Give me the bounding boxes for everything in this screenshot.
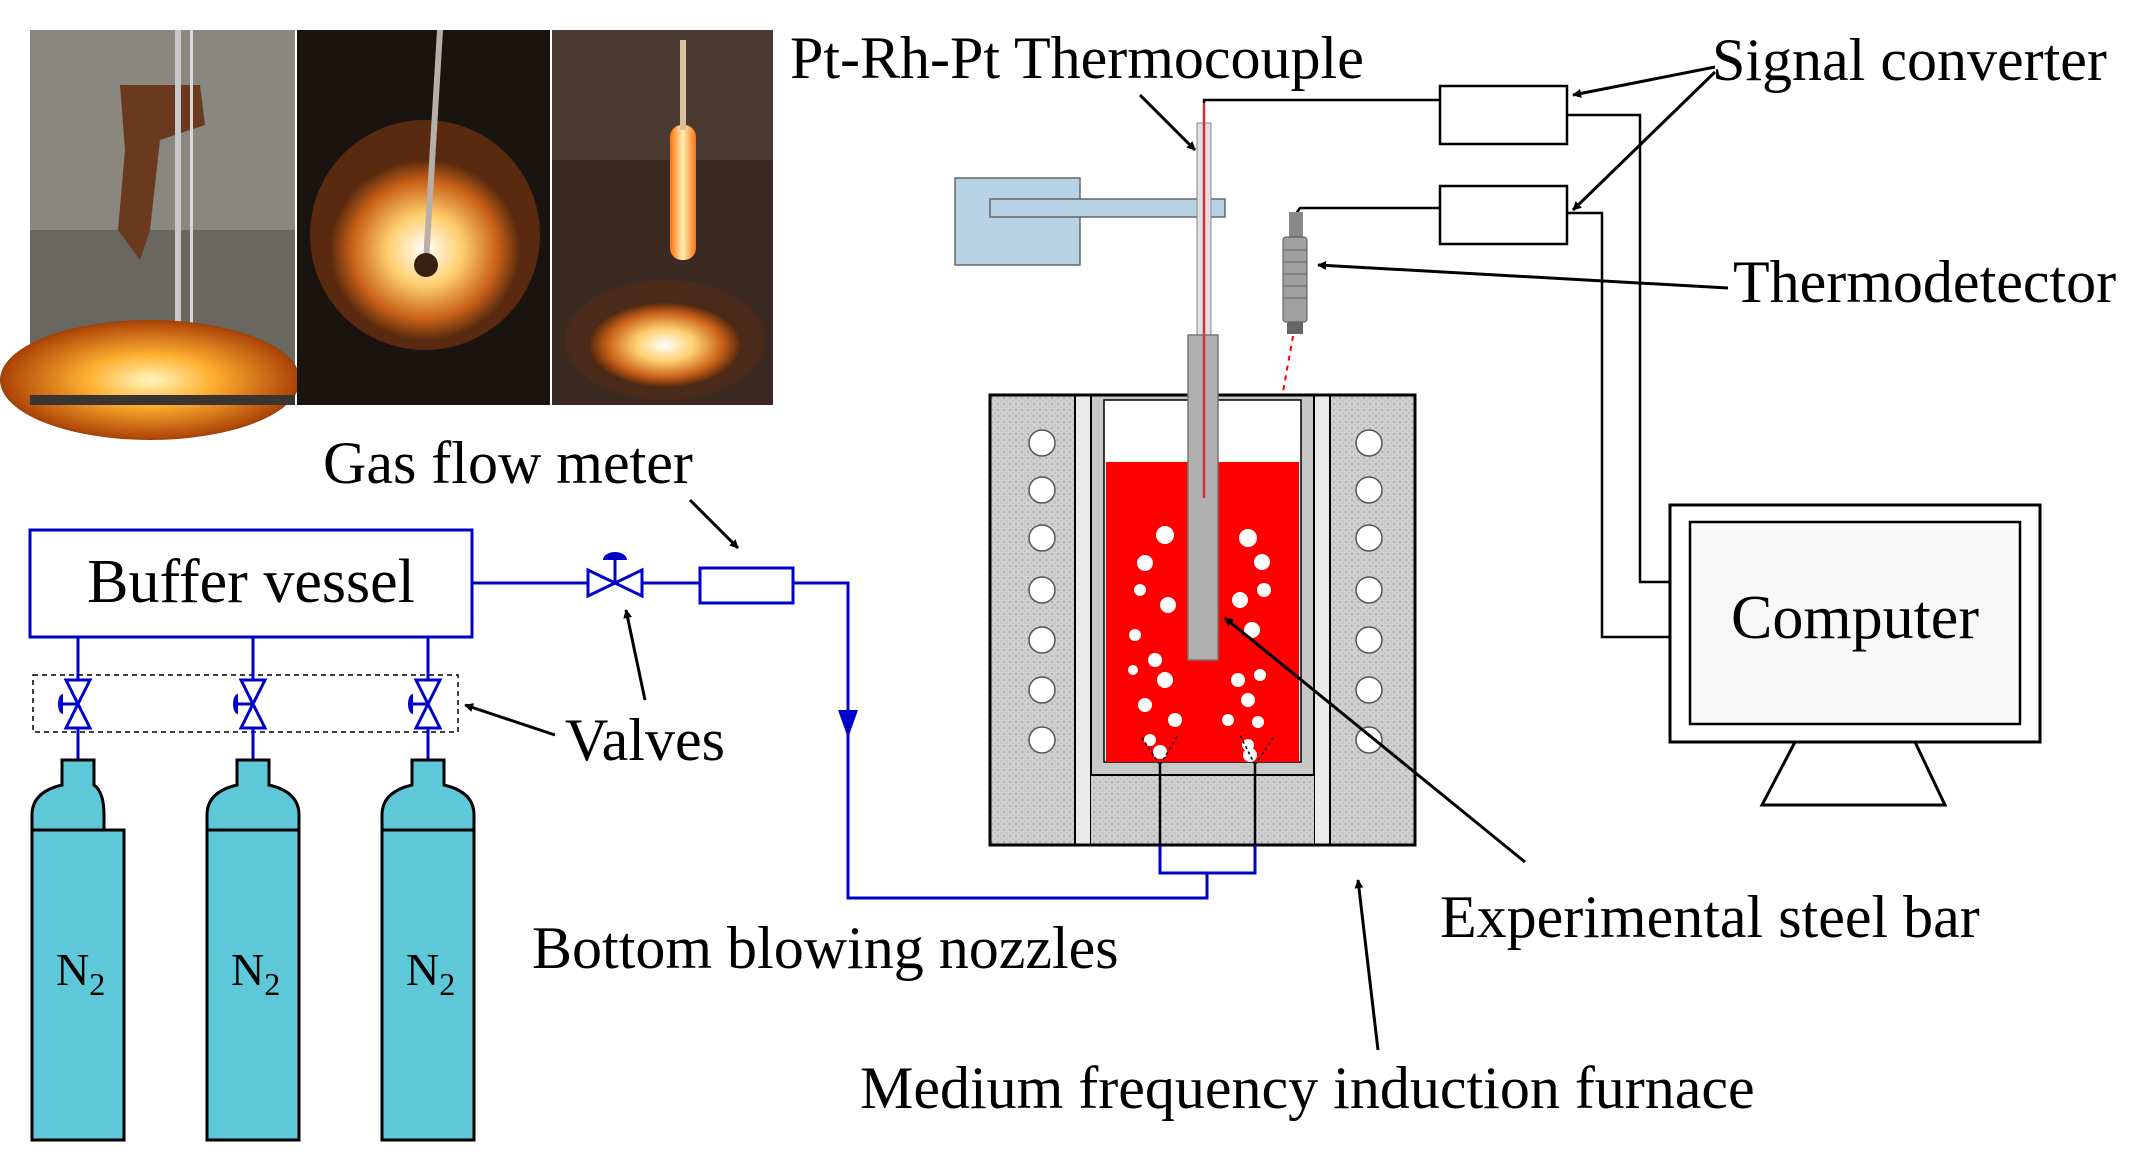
- probe-holder-block: [954, 177, 1081, 266]
- probe-holder-arm: [989, 198, 1226, 218]
- photo-strip: [0, 29, 773, 440]
- thermodetector-label: Thermodetector: [1733, 249, 2116, 315]
- computer-icon: [1668, 503, 2042, 807]
- main-valve-arrow: [623, 609, 647, 701]
- furnace-arrow: [1354, 879, 1380, 1051]
- furnace-label: Medium frequency induction furnace: [860, 1055, 1755, 1121]
- n2-cylinder-3: [380, 758, 476, 832]
- signal-converter-arrow-1: [1572, 65, 1716, 98]
- cylinder-1-group: [30, 637, 126, 1142]
- signal-converter-arrow-2: [1571, 70, 1717, 212]
- cylinder-3-label: N2: [406, 944, 455, 1002]
- n2-cylinder-1: [30, 758, 106, 832]
- nozzle-manifold: [1158, 845, 1257, 875]
- signal-converter-2: [1438, 184, 1569, 246]
- gas-line-3: [793, 581, 1209, 900]
- nozzle-sparks: [1139, 734, 1276, 766]
- furnace-photo-2: [297, 29, 550, 405]
- thermocouple-label: Pt-Rh-Pt Thermocouple: [790, 25, 1364, 91]
- gas-bubbles: [1128, 526, 1271, 762]
- induction-coil-left: [1028, 429, 1056, 754]
- thermodetector-cable: [1293, 206, 1440, 216]
- furnace-photo-1: [0, 30, 300, 440]
- furnace-photo-3: [552, 30, 773, 405]
- main-valve-icon: [586, 552, 644, 599]
- valves-arrow: [464, 703, 556, 737]
- cylinder-2-group: [205, 637, 301, 1142]
- n2-cylinder-2: [205, 758, 301, 832]
- gas-flow-meter-label: Gas flow meter: [323, 430, 693, 496]
- gas-flow-meter: [698, 566, 795, 605]
- wire-converter1-computer: [1567, 113, 1670, 584]
- thermocouple-arrow: [1138, 93, 1197, 152]
- valves-group-box: [32, 674, 459, 733]
- gas-flow-arrow: [838, 710, 858, 738]
- buffer-vessel-label: Buffer vessel: [87, 548, 415, 616]
- steel-bar-arrow: [1224, 616, 1526, 864]
- induction-coil-right: [1355, 429, 1383, 754]
- bottom-blowing-nozzles-label: Bottom blowing nozzles: [532, 915, 1119, 981]
- signal-converter-1: [1438, 84, 1569, 146]
- experimental-steel-bar-label: Experimental steel bar: [1440, 884, 1980, 950]
- cylinder-3-group: [380, 637, 476, 1142]
- cylinder-1-label: N2: [56, 944, 105, 1002]
- computer-label: Computer: [1731, 584, 1979, 652]
- gas-flow-meter-arrow: [688, 498, 740, 550]
- wire-converter2-computer: [1567, 211, 1670, 639]
- cylinder-2-label: N2: [231, 944, 280, 1002]
- thermocouple-signal-wire: [1202, 98, 1440, 103]
- thermodetector-icon: [1282, 212, 1308, 334]
- valves-label: Valves: [565, 707, 725, 773]
- signal-converter-label: Signal converter: [1712, 27, 2107, 93]
- thermodetector-arrow: [1317, 260, 1729, 290]
